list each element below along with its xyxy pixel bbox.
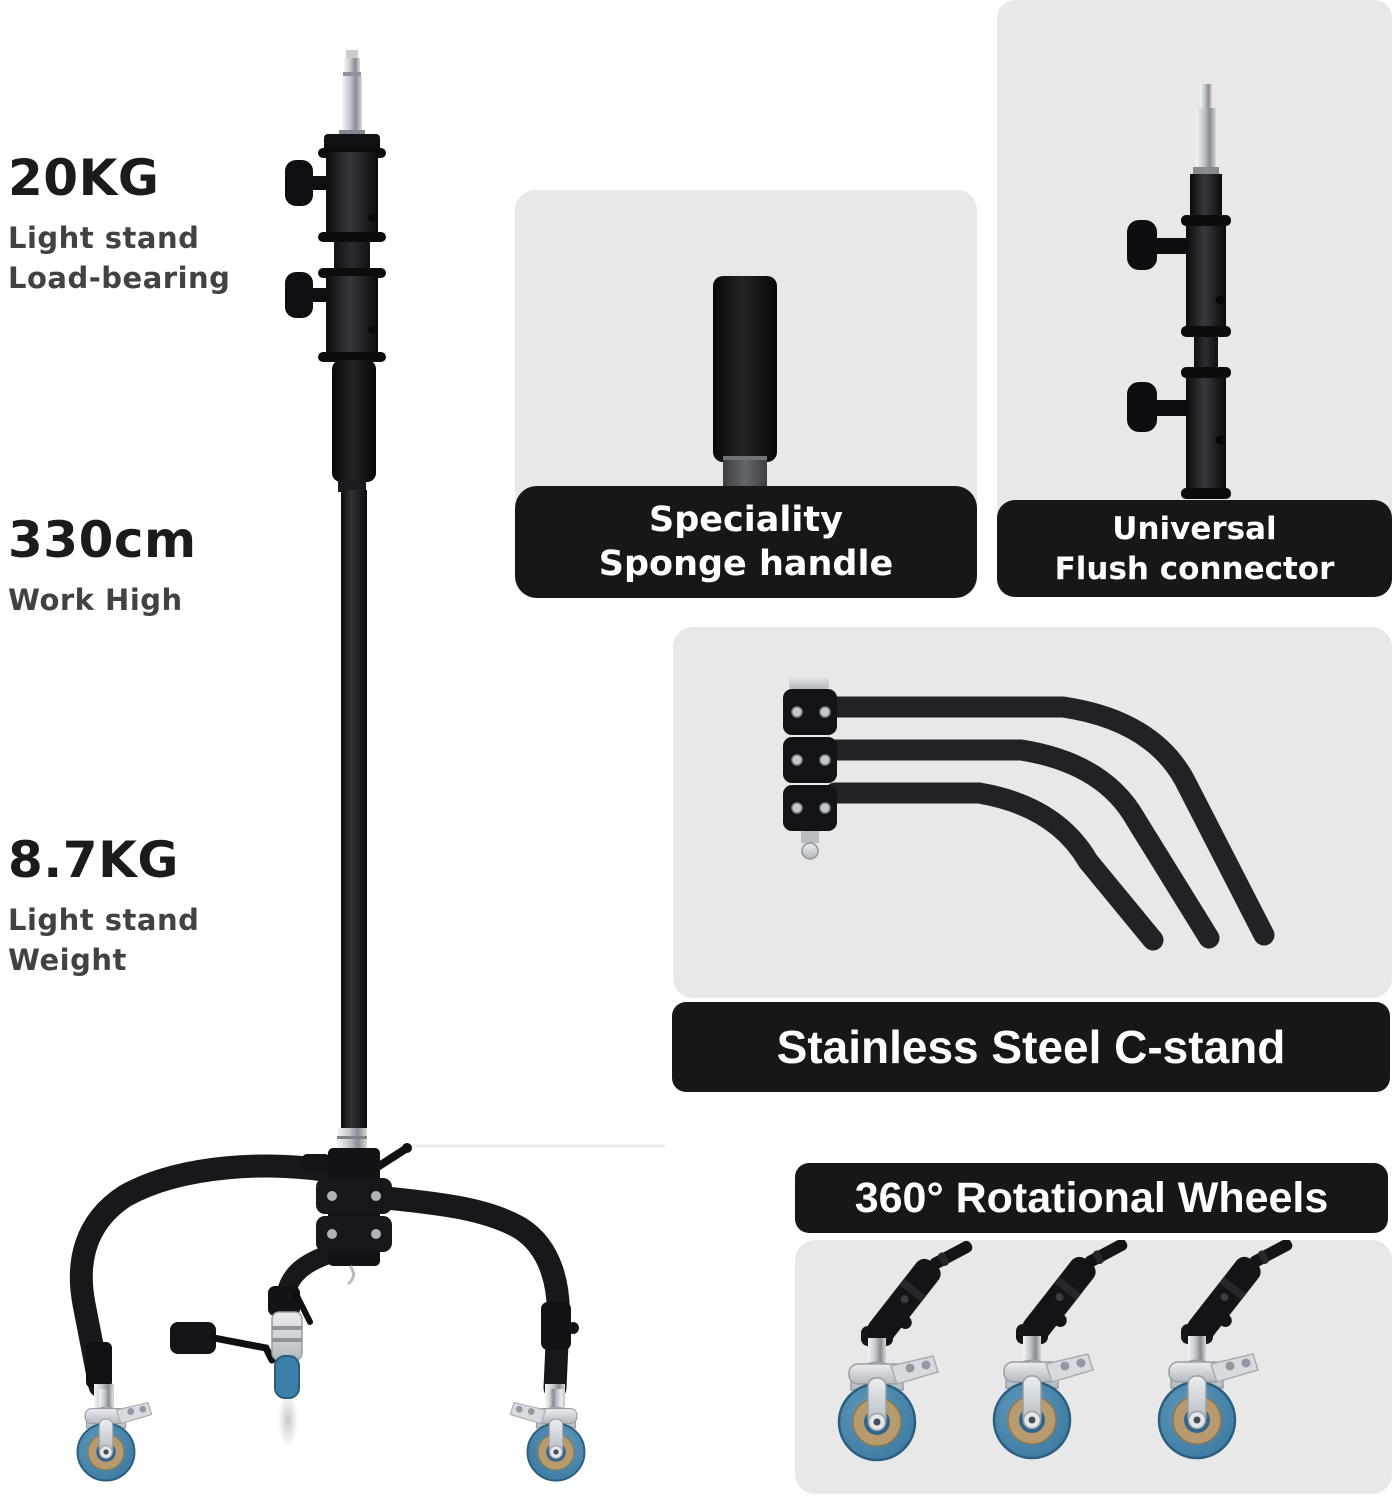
spec-label-line: Work High (8, 583, 183, 617)
panel-caster (1157, 1240, 1299, 1460)
middle-caster (268, 1286, 313, 1448)
feature-panel-flush-connector: Universal Flush connector (997, 0, 1392, 597)
spec-label-line: Weight (8, 943, 127, 977)
cstand-arm-hub (783, 675, 837, 860)
feature-label-text: 360° Rotational Wheels (854, 1173, 1329, 1222)
feature-label-flush: Universal Flush connector (997, 500, 1392, 597)
right-leg (356, 1184, 570, 1400)
feature-panel-wheels (795, 1240, 1392, 1494)
feature-label-line: Sponge handle (598, 544, 894, 584)
spec-value: 20KG (8, 149, 160, 207)
spec-label-line: Light stand (8, 221, 200, 255)
spec-work-height: 330cm Work High (8, 512, 197, 620)
feature-label-line: Flush connector (1054, 550, 1335, 587)
sponge-grip (332, 360, 376, 482)
locking-knob (285, 272, 313, 318)
spec-label-line: Light stand (8, 903, 200, 937)
stand-risers (285, 134, 386, 362)
feature-label-wheels: 360° Rotational Wheels (795, 1163, 1388, 1233)
feature-panel-sponge-handle: Speciality Sponge handle (515, 190, 977, 598)
left-leg-hardware (86, 1322, 276, 1410)
flush-connector-photo (1127, 84, 1231, 499)
spec-label-line: Load-bearing (8, 261, 231, 295)
stand-spigot (339, 50, 365, 136)
c-stand-product-photo (69, 50, 665, 1482)
feature-label-line: Universal (1112, 510, 1277, 547)
feature-label-line: Speciality (649, 500, 843, 540)
spec-value: 330cm (8, 511, 197, 569)
feature-panel-cstand-arms (673, 627, 1392, 998)
base-hub (302, 1143, 412, 1286)
feature-label-text: Stainless Steel C-stand (776, 1021, 1286, 1073)
left-leg (69, 1154, 348, 1398)
spec-weight: 8.7KG Light stand Weight (8, 832, 199, 980)
spec-load-bearing: 20KG Light stand Load-bearing (8, 150, 230, 298)
feature-label-cstand: Stainless Steel C-stand (672, 1002, 1390, 1092)
stand-pole (341, 490, 367, 1132)
panel-caster (837, 1240, 979, 1462)
cstand-arm-tubes (824, 696, 1275, 951)
sponge-handle-photo (713, 276, 777, 490)
locking-knob (285, 160, 313, 206)
panel-caster (992, 1240, 1134, 1460)
cstand-arms-photo (783, 675, 1275, 951)
rotational-wheels-photo (837, 1240, 1299, 1462)
feature-label-sponge: Speciality Sponge handle (515, 486, 977, 598)
spec-value: 8.7KG (8, 831, 179, 889)
left-caster (76, 1388, 153, 1482)
